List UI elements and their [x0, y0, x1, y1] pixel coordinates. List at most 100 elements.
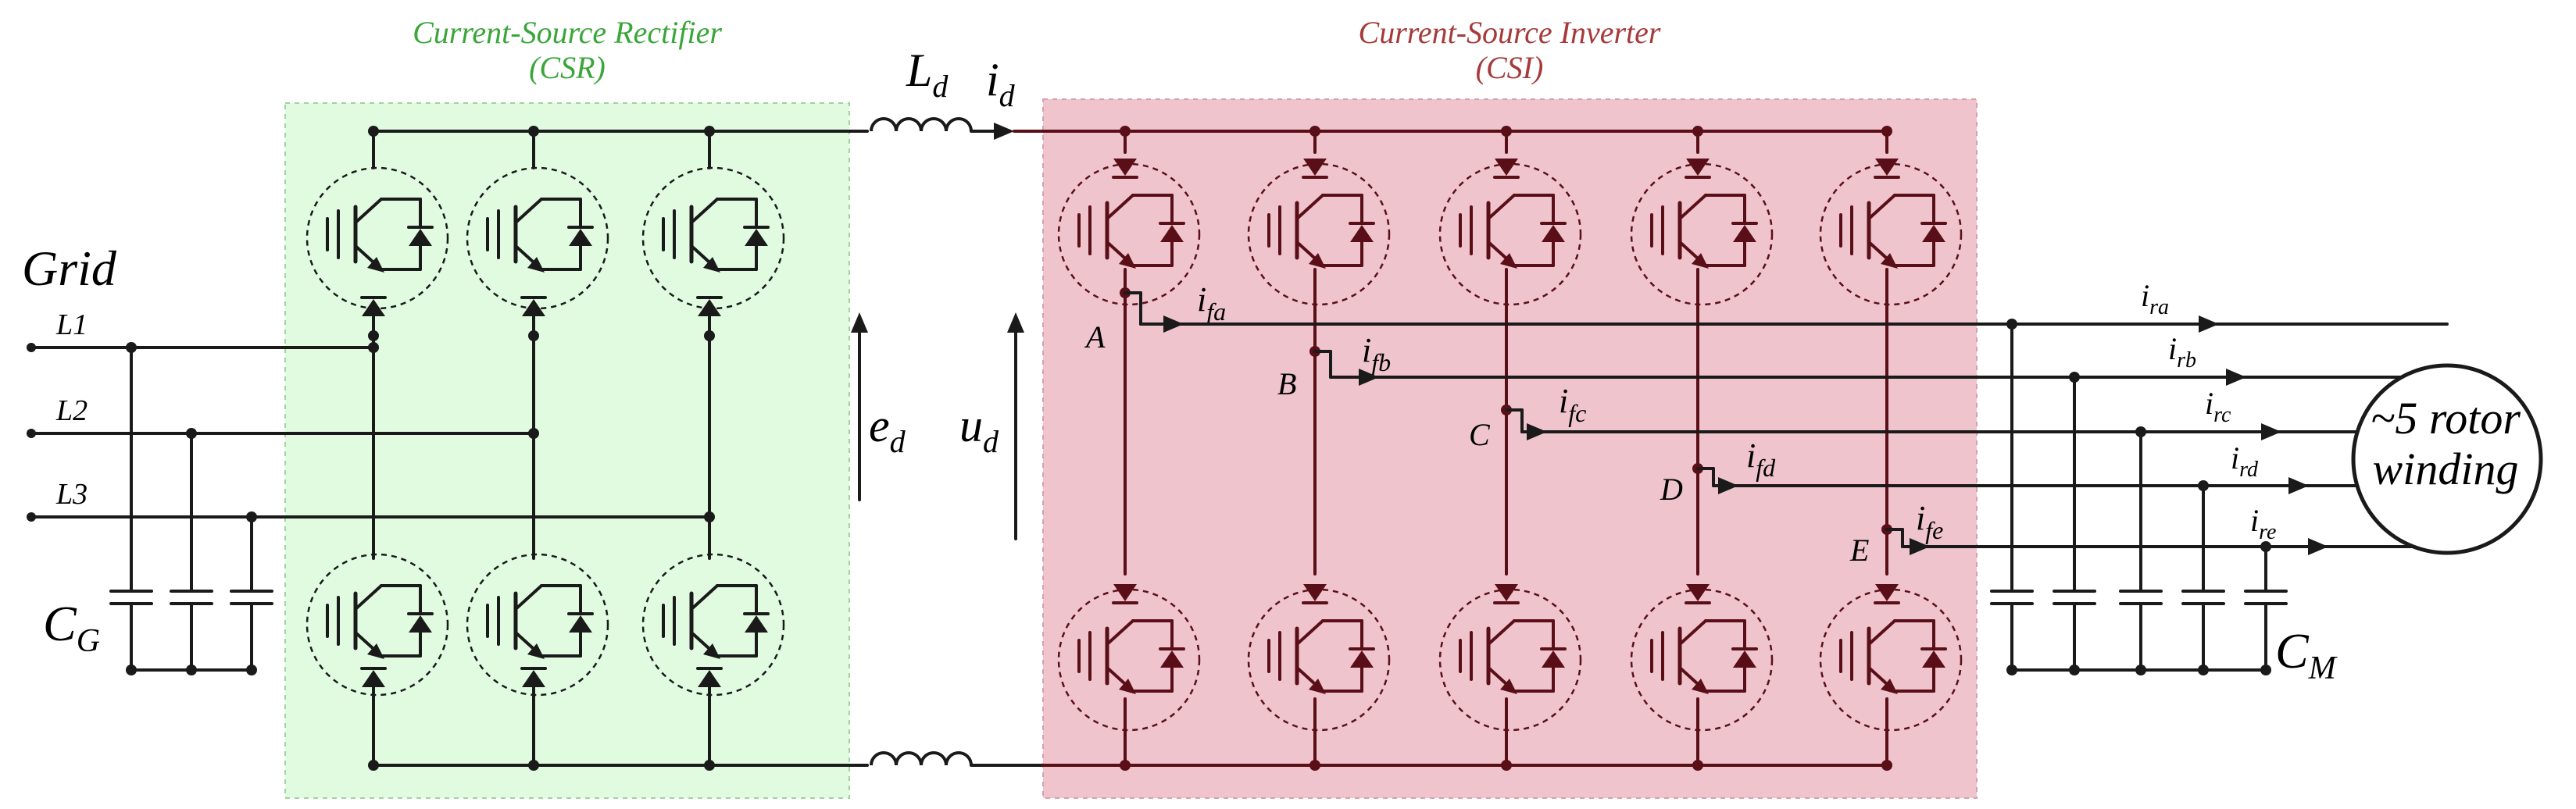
- rectifier-voltage-sub: d: [890, 424, 906, 459]
- dc-current-main: i: [986, 54, 999, 105]
- csi-lower-series-diode-e: [1874, 584, 1900, 604]
- rotor-current-arrow-e: [2308, 538, 2328, 555]
- filter-current-arrow-a: [1163, 315, 1184, 333]
- grid-capacitor-sub: G: [77, 623, 100, 659]
- switch-boundary: [1247, 588, 1391, 732]
- grid-capacitor-1: [109, 346, 153, 672]
- rotor-current-arrow-b: [2226, 369, 2246, 386]
- rotor-current-main-c: i: [2205, 386, 2213, 421]
- filter-current-label-a: ifa: [1197, 280, 1226, 326]
- igbt-collector: [1678, 619, 1707, 646]
- node-label-c: C: [1469, 417, 1491, 452]
- filter-current-label-b: ifb: [1362, 331, 1391, 376]
- csi-bottom-dot-e: [1881, 760, 1892, 771]
- igbt-collector: [354, 198, 383, 224]
- csi-bottom-dot-b: [1309, 760, 1320, 771]
- rotor-current-main-d: i: [2231, 440, 2239, 476]
- series-diode-triangle: [1875, 584, 1899, 601]
- switch-boundary: [1630, 162, 1774, 306]
- grid-cap-node-3: [246, 511, 257, 522]
- csr-upper-switch-2: [466, 166, 609, 310]
- igbt-collector: [1867, 194, 1896, 220]
- node-label-a: A: [1084, 319, 1106, 355]
- switch-boundary: [1057, 162, 1201, 306]
- motor-cap-node-e: [2260, 541, 2271, 552]
- diode-triangle: [1160, 225, 1184, 242]
- csi-bottom-dot-d: [1692, 760, 1703, 771]
- csr-lower-switch-3: [641, 553, 785, 697]
- csr-upper-diode-1: [360, 296, 387, 316]
- switch-boundary: [1819, 588, 1963, 732]
- inverter-voltage-arrow-head: [1007, 312, 1024, 333]
- csr-mid-dot-2: [528, 330, 539, 341]
- csi-bottom-dot-a: [1120, 760, 1131, 771]
- csi-lower-series-diode-b: [1302, 584, 1328, 604]
- filter-current-label-d: ifd: [1746, 437, 1776, 482]
- csi-title: Current-Source Inverter: [1359, 15, 1661, 50]
- motor-capacitor-main: C: [2275, 623, 2310, 679]
- grid-line-label-3: L3: [55, 478, 88, 511]
- inductor-coil: [870, 751, 973, 766]
- grid-line-label-2: L2: [55, 394, 88, 427]
- diode-triangle: [1733, 650, 1756, 668]
- csi-lower-switch-b: [1247, 588, 1391, 732]
- node-label-e: E: [1849, 533, 1869, 568]
- csi-upper-series-diode-d: [1685, 159, 1711, 179]
- motor-capacitor-c: [2119, 430, 2163, 672]
- dc-inductor-top: [870, 117, 973, 132]
- filter-current-arrow-e: [1910, 538, 1930, 555]
- motor-capacitor-label: CM: [2275, 623, 2338, 686]
- igbt-collector: [1487, 619, 1516, 646]
- rotor-current-label-a: ira: [2141, 278, 2169, 319]
- motor-capacitor-d: [2181, 484, 2225, 672]
- switch-boundary: [1438, 588, 1582, 732]
- motor-icon: [2351, 363, 2543, 555]
- grid-l1-node: [368, 342, 379, 353]
- motor-label-line1: ~5 rotor: [2371, 393, 2521, 444]
- diode-triangle: [1350, 225, 1374, 242]
- filter-current-main-e: i: [1916, 499, 1925, 537]
- csi-lower-series-diode-d: [1685, 584, 1711, 604]
- csi-top-dot-e: [1881, 126, 1892, 137]
- rectifier-voltage-label: ed: [869, 400, 906, 459]
- diode-triangle: [1542, 650, 1565, 668]
- motor-capacitor-sub: M: [2308, 650, 2338, 686]
- rotor-current-arrow-d: [2288, 477, 2309, 494]
- rectifier-voltage-arrow-head: [851, 312, 868, 333]
- filter-current-sub-e: fe: [1925, 516, 1943, 544]
- switch-boundary: [305, 166, 449, 310]
- igbt-collector: [1295, 194, 1324, 220]
- diode-triangle: [745, 229, 768, 246]
- motor-cap-node-d: [2198, 480, 2209, 491]
- filter-current-main-d: i: [1746, 437, 1756, 475]
- csi-lower-switch-e: [1819, 588, 1963, 732]
- motor-cap-node-a: [2006, 319, 2017, 330]
- series-diode-triangle: [1495, 159, 1518, 176]
- rotor-current-label-e: ire: [2250, 503, 2276, 544]
- node-label-d: D: [1660, 472, 1683, 507]
- dc-inductor-bottom: [870, 751, 973, 766]
- rotor-current-sub-c: rc: [2213, 403, 2231, 427]
- grid-l2-node: [528, 428, 539, 439]
- switch-boundary: [1630, 588, 1774, 732]
- csr-top-dot-1: [368, 126, 379, 137]
- series-diode-triangle: [1113, 584, 1137, 601]
- csr-lower-diode-2: [520, 667, 547, 687]
- grid-line-label-1: L1: [55, 308, 88, 341]
- csi-upper-switch-b: [1247, 162, 1391, 306]
- igbt-collector: [690, 584, 719, 611]
- filter-current-sub-d: fd: [1756, 454, 1776, 482]
- igbt-collector: [514, 198, 543, 224]
- switch-boundary: [466, 166, 609, 310]
- csi-lower-switch-d: [1630, 588, 1774, 732]
- rotor-current-sub-d: rd: [2239, 458, 2259, 482]
- filter-current-label-c: ifc: [1559, 382, 1586, 427]
- diode-triangle: [1160, 650, 1184, 668]
- filter-current-sub-a: fa: [1206, 298, 1226, 326]
- csr-upper-switch-1: [305, 166, 449, 310]
- csr-upper-diode-2: [520, 296, 547, 316]
- csi-bottom-dot-c: [1501, 760, 1512, 771]
- csi-top-dot-d: [1692, 126, 1703, 137]
- circuit-wiring: [27, 117, 2543, 771]
- filter-current-main-c: i: [1559, 382, 1568, 420]
